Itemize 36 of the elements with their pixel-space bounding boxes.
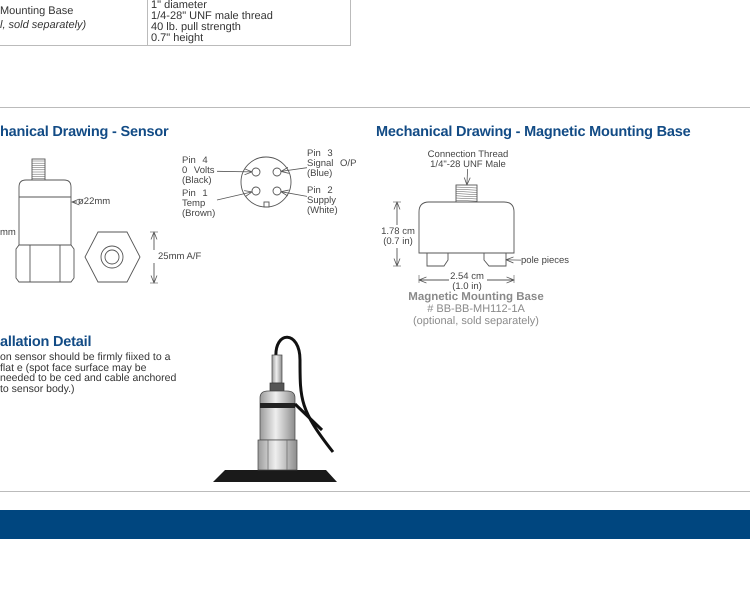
pin-socket-icon	[252, 168, 260, 176]
pin-label: Pin 1 Temp (Brown)	[182, 189, 217, 219]
thread-stud	[456, 184, 478, 202]
leader-line	[216, 168, 252, 176]
pin-label: Pin 4 0 Volts (Black)	[182, 156, 217, 186]
table-cell: 0.7" height	[151, 33, 204, 44]
pin-socket-icon	[272, 186, 282, 196]
pin-socket-icon	[252, 186, 260, 196]
section-heading: hanical Drawing - Sensor	[0, 124, 168, 140]
pin-socket-icon	[272, 168, 282, 176]
leader-line	[464, 168, 471, 186]
section-heading: allation Detail	[0, 334, 92, 350]
part-number: # BB-BB-MH112-1A	[426, 303, 526, 315]
callout-label: Connection Thread 1/4"-28 UNF Male	[424, 150, 512, 169]
body-text: on sensor should be firmly fiixed to a flat e (spot face surface may be needed to be ced and cable anchored to sensor body.)	[0, 352, 178, 394]
callout-label: pole pieces	[521, 256, 570, 266]
table-cell: l, sold separately)	[0, 20, 86, 31]
table-cell: 1/4-28" UNF male thread	[151, 11, 273, 22]
pin-label: Pin 2 Supply (White)	[307, 186, 359, 216]
leader-line	[216, 190, 252, 200]
part-note: (optional, sold separately)	[412, 315, 540, 327]
pin-label: Pin 3 Signal O/P (Blue)	[307, 149, 359, 179]
table-cell: Mounting Base	[0, 6, 74, 17]
part-caption: Magnetic Mounting Base	[407, 291, 545, 303]
dimension-label: mm	[0, 228, 16, 238]
dimension-label: 25mm A/F	[158, 252, 202, 262]
table-cell: 40 lb. pull strength	[151, 22, 241, 33]
leader-line	[280, 190, 308, 197]
pole-piece	[484, 252, 506, 266]
dimension-label: 1.78 cm (0.7 in)	[380, 227, 416, 246]
leader-line	[280, 166, 308, 174]
section-heading: Mechanical Drawing - Magnetic Mounting Base	[376, 124, 690, 140]
dimension-label: 2.54 cm (1.0 in)	[449, 272, 485, 291]
dimension-label: ø22mm	[78, 197, 110, 206]
leader-line	[506, 256, 522, 264]
table-cell: 1" diameter	[151, 0, 207, 11]
